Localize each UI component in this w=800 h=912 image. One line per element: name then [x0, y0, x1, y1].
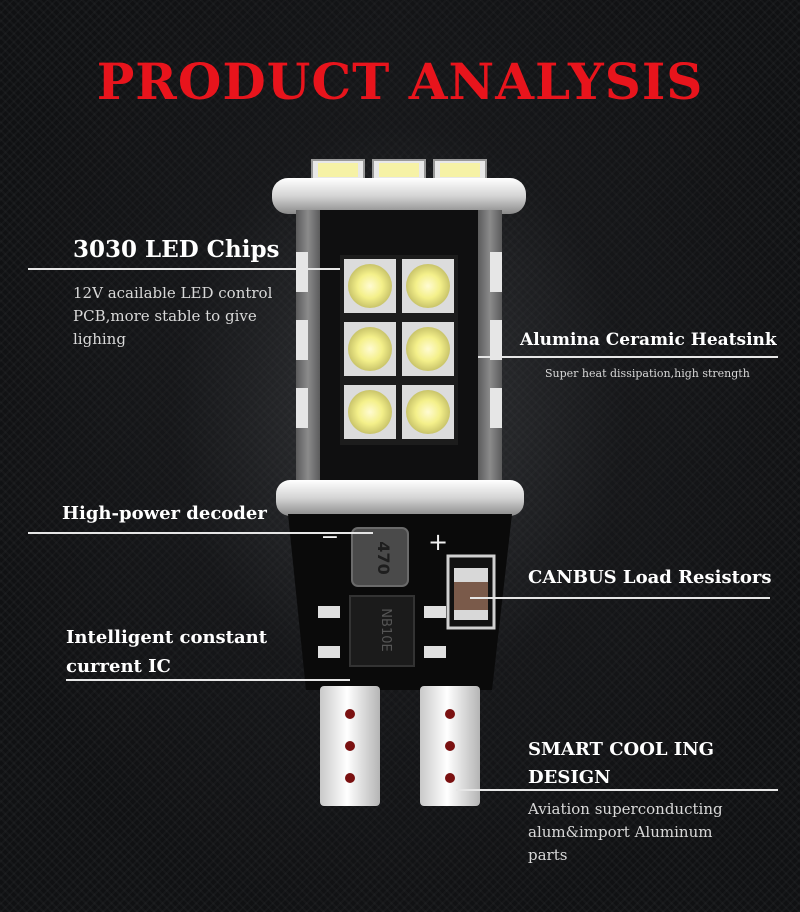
ic-pads: [318, 606, 446, 658]
heatsink-leader-line: [478, 356, 778, 358]
heatsink-description: Super heat dissipation,high strength: [545, 367, 750, 380]
led-chips-desc-line: 12V acailable LED control: [73, 284, 273, 302]
cooling-heading-line: SMART COOL ING: [528, 739, 715, 760]
wedge-base: [320, 686, 480, 806]
cooling-heading: SMART COOL ING DESIGN: [528, 736, 714, 792]
led-chips-desc-line: PCB,more stable to give: [73, 307, 257, 325]
front-led-chips: [340, 255, 458, 445]
top-collar: [272, 178, 526, 214]
ic-leader-line: [66, 679, 350, 681]
minus-mark: −: [321, 525, 339, 550]
side-led-chips: [296, 252, 502, 428]
ic-chip: NB10E: [349, 595, 415, 667]
plus-mark: +: [428, 528, 448, 556]
ic-heading-line: current IC: [66, 656, 171, 677]
chip-code-text: 470: [374, 541, 393, 574]
cooling-heading-line: DESIGN: [528, 767, 611, 788]
ic-code-text: NB10E: [378, 608, 393, 651]
heatsink-heading: Alumina Ceramic Heatsink: [520, 330, 777, 350]
led-chips-heading: 3030 LED Chips: [73, 236, 280, 263]
decoder-leader-line: [28, 532, 373, 534]
cooling-leader-line: [456, 789, 778, 791]
canbus-heading: CANBUS Load Resistors: [528, 567, 772, 588]
led-chips-leader-line: [28, 268, 340, 270]
top-led-chips: [311, 159, 487, 183]
led-chips-desc-line: lighing: [73, 330, 126, 348]
cooling-desc-line: alum&import Aluminum: [528, 823, 713, 841]
cooling-desc-line: Aviation superconducting: [528, 800, 723, 818]
page-title: PRODUCT ANALYSIS: [96, 52, 704, 111]
cooling-description: Aviation superconducting alum&import Alu…: [528, 798, 723, 867]
cooling-desc-line: parts: [528, 846, 568, 864]
ic-heading-line: Intelligent constant: [66, 627, 268, 648]
bottom-collar: [276, 480, 524, 516]
canbus-resistor: [446, 554, 496, 630]
led-chips-description: 12V acailable LED control PCB,more stabl…: [73, 282, 272, 351]
decoder-chip: 470: [351, 527, 409, 587]
ic-heading: Intelligent constant current IC: [66, 623, 267, 681]
canbus-leader-line: [470, 597, 770, 599]
decoder-heading: High-power decoder: [62, 503, 267, 524]
